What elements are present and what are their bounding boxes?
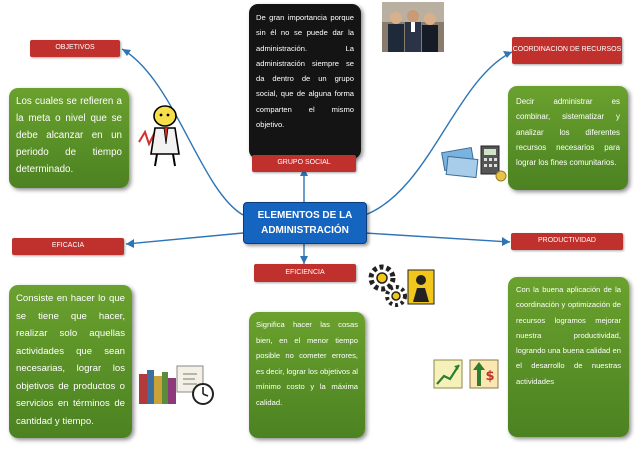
label-grupo-social: GRUPO SOCIAL: [252, 155, 356, 172]
label-objetivos: OBJETIVOS: [30, 40, 120, 57]
arrowhead-objetivos: [122, 49, 131, 56]
label-coordinacion: COORDINACION DE RECURSOS: [512, 37, 622, 64]
gears-worker-clipart: [368, 264, 435, 307]
central-node: ELEMENTOS DE LA ADMINISTRACIÓN: [243, 202, 367, 244]
connector-productividad: [364, 232, 511, 243]
text-productividad: Con la buena aplicación de la coordinaci…: [516, 285, 621, 386]
label-productividad: PRODUCTIVIDAD: [511, 233, 623, 250]
books-clock-clipart: [139, 365, 214, 405]
growth-chart-clipart: $: [433, 359, 499, 389]
text-grupo-social: De gran importancia porque sin él no se …: [256, 13, 354, 130]
box-grupo-social: De gran importancia porque sin él no se …: [249, 4, 361, 159]
text-objetivos: Los cuales se refieren a la meta o nivel…: [16, 96, 122, 175]
box-eficiencia: Significa hacer las cosas bien, en el me…: [249, 312, 365, 438]
svg-text:$: $: [485, 369, 494, 384]
arrowhead-coordinacion: [503, 51, 512, 58]
label-eficiencia: EFICIENCIA: [254, 264, 356, 282]
box-objetivos: Los cuales se refieren a la meta o nivel…: [9, 88, 129, 188]
arrowhead-eficacia: [126, 239, 134, 248]
box-eficacia: Consiste en hacer lo que se tiene que ha…: [9, 285, 132, 438]
business-meeting-photo: [382, 2, 444, 52]
arrowhead-productividad: [502, 237, 510, 246]
label-eficacia: EFICACIA: [12, 238, 124, 255]
connector-coordinacion: [364, 51, 513, 216]
connector-eficacia: [125, 232, 244, 245]
box-coordinacion: Decir administrar es combinar, sistemati…: [508, 86, 628, 190]
box-productividad: Con la buena aplicación de la coordinaci…: [508, 277, 629, 437]
businessman-clipart: [138, 105, 180, 167]
text-eficiencia: Significa hacer las cosas bien, en el me…: [256, 320, 358, 407]
arrowhead-grupo-social: [300, 168, 308, 176]
money-calculator-clipart: [441, 145, 507, 182]
text-eficacia: Consiste en hacer lo que se tiene que ha…: [16, 293, 125, 427]
connector-objetivos: [121, 48, 244, 216]
text-coordinacion: Decir administrar es combinar, sistemati…: [516, 97, 620, 168]
arrowhead-eficiencia: [300, 256, 308, 264]
